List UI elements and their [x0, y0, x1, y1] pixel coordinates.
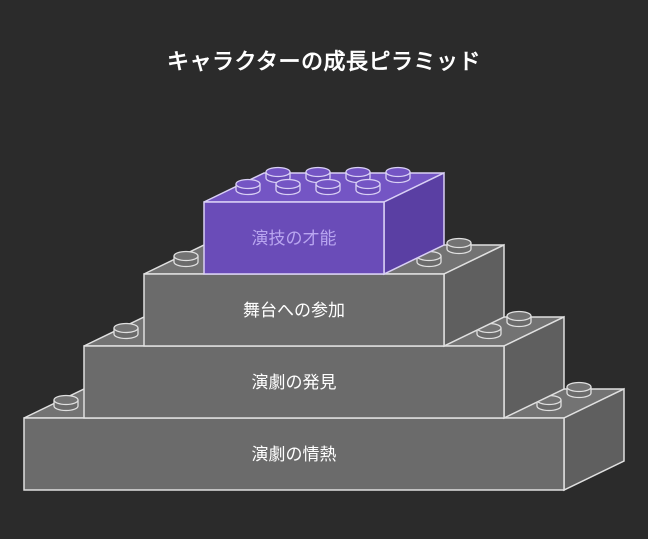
layer-1-stud: [235, 178, 261, 196]
layer-3-stud: [113, 322, 139, 340]
layer-4-stud: [53, 394, 79, 412]
layer-2-front-face: [143, 273, 445, 347]
diagram-title: キャラクターの成長ピラミッド: [166, 50, 482, 75]
layer-2-stud: [446, 237, 472, 255]
layer-1-stud: [315, 178, 341, 196]
layer-1-stud: [305, 166, 331, 184]
layer-1-front-face: [203, 201, 385, 275]
layer-1-stud: [345, 166, 371, 184]
layer-1-stud: [385, 166, 411, 184]
layer-1-brick: 演技の才能: [203, 166, 445, 276]
layer-1-stud: [355, 178, 381, 196]
layer-3-label: 演劇の発見: [252, 373, 337, 393]
layer-2-stud: [173, 250, 199, 268]
layer-3-front-face: [83, 345, 505, 419]
layer-4-front-face: [23, 417, 565, 491]
layer-4-label: 演劇の情熱: [252, 445, 337, 465]
layer-4-stud: [566, 381, 592, 399]
layer-2-label: 舞台への参加: [243, 301, 345, 321]
layer-1-label: 演技の才能: [252, 229, 337, 249]
layer-3-stud: [476, 322, 502, 340]
layer-3-stud: [506, 310, 532, 328]
layer-1-stud: [275, 178, 301, 196]
